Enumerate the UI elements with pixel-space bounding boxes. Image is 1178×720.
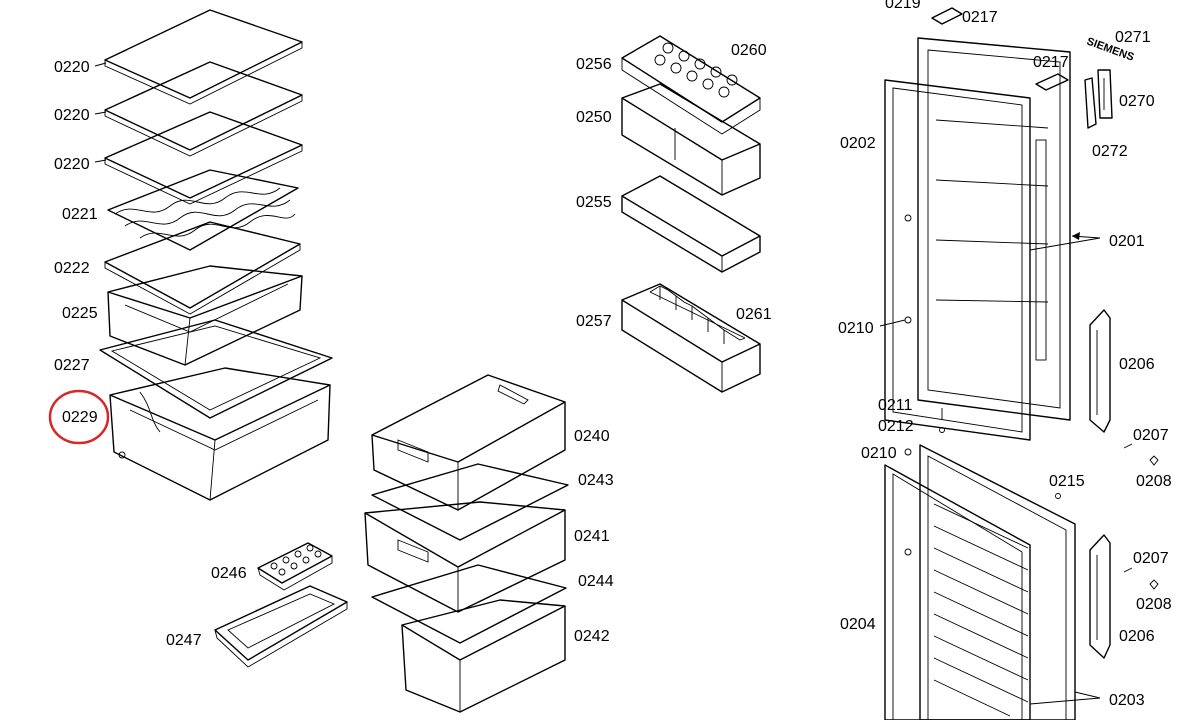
freezer-drawer-0241 xyxy=(364,501,566,613)
label-0222: 0222 xyxy=(54,260,90,277)
label-0241: 0241 xyxy=(574,528,610,545)
label-0204: 0204 xyxy=(840,616,876,633)
label-0206-lower: 0206 xyxy=(1119,628,1155,645)
egg-holder-0261 xyxy=(649,285,746,344)
label-0203: 0203 xyxy=(1109,692,1145,709)
shelf-0220-top xyxy=(104,9,303,105)
fridge-door-0201 xyxy=(917,37,1071,421)
door-bin-0255 xyxy=(621,175,761,273)
label-0242: 0242 xyxy=(574,628,610,645)
label-0246: 0246 xyxy=(211,565,247,582)
label-0261: 0261 xyxy=(736,306,772,323)
label-0221: 0221 xyxy=(62,206,98,223)
shelf-0220-middle xyxy=(104,61,303,157)
frame-0227 xyxy=(99,319,333,419)
clip-0217-middle xyxy=(1035,73,1069,91)
label-0255: 0255 xyxy=(576,194,612,211)
label-0225: 0225 xyxy=(62,305,98,322)
label-0207-lower: 0207 xyxy=(1133,550,1169,567)
label-0272: 0272 xyxy=(1092,143,1128,160)
label-0220-lower: 0220 xyxy=(54,156,90,173)
ice-cube-tray-0247 xyxy=(214,585,348,668)
label-0229: 0229 xyxy=(62,409,98,426)
bottle-rack-0221 xyxy=(107,169,299,251)
hinge-hardware xyxy=(904,214,1159,590)
ice-tray-0246 xyxy=(257,542,333,591)
door-handle-0206-lower xyxy=(1089,534,1111,659)
label-0207-upper: 0207 xyxy=(1133,427,1169,444)
label-0240: 0240 xyxy=(574,428,610,445)
label-0219: 0219 xyxy=(885,0,921,12)
highlight-circle xyxy=(48,389,110,445)
label-0227: 0227 xyxy=(54,357,90,374)
label-0202: 0202 xyxy=(840,135,876,152)
cover-0272 xyxy=(1084,77,1097,129)
door-gasket-0202 xyxy=(884,79,1031,441)
freezer-drawer-0242 xyxy=(401,599,566,713)
label-0201: 0201 xyxy=(1109,233,1145,250)
label-0271: 0271 xyxy=(1115,29,1151,46)
label-0270: 0270 xyxy=(1119,93,1155,110)
label-0260: 0260 xyxy=(731,42,767,59)
door-bin-0257 xyxy=(621,283,761,393)
freezer-drawer-0240 xyxy=(371,374,566,511)
label-0244: 0244 xyxy=(578,573,614,590)
label-0208-lower: 0208 xyxy=(1136,596,1172,613)
shelf-0222 xyxy=(104,221,301,315)
freezer-door-0204 xyxy=(919,444,1076,720)
label-0211: 0211 xyxy=(878,397,913,414)
door-gasket-0203 xyxy=(884,464,1031,720)
drawer-cover-0244 xyxy=(371,564,567,644)
door-bin-0250 xyxy=(621,83,761,196)
crisper-0225 xyxy=(107,265,303,366)
label-0220-middle: 0220 xyxy=(54,107,90,124)
label-0217-top: 0217 xyxy=(962,9,998,26)
leader-lines xyxy=(94,62,1101,705)
label-0256: 0256 xyxy=(576,56,612,73)
drawer-cover-0243 xyxy=(371,463,569,541)
label-0208-upper: 0208 xyxy=(1136,473,1172,490)
label-0215: 0215 xyxy=(1049,473,1085,490)
display-panel-0270 xyxy=(1097,69,1113,119)
shelf-0220-lower xyxy=(104,111,303,205)
label-0250: 0250 xyxy=(576,109,612,126)
label-0206-upper: 0206 xyxy=(1119,356,1155,373)
part-labels: 0220 0220 0220 0221 0222 0225 0227 0229 … xyxy=(54,0,1172,709)
clip-0217-top xyxy=(931,7,963,25)
label-0217-middle: 0217 xyxy=(1033,54,1069,71)
label-0212: 0212 xyxy=(878,418,914,435)
label-0210-lower: 0210 xyxy=(861,445,897,462)
door-handle-0206-upper xyxy=(1089,309,1111,433)
label-0257: 0257 xyxy=(576,313,612,330)
label-0210-upper: 0210 xyxy=(838,320,874,337)
label-0243: 0243 xyxy=(578,472,614,489)
label-0247: 0247 xyxy=(166,632,202,649)
crisper-drawer-0229 xyxy=(109,367,331,501)
label-0220-top: 0220 xyxy=(54,59,90,76)
